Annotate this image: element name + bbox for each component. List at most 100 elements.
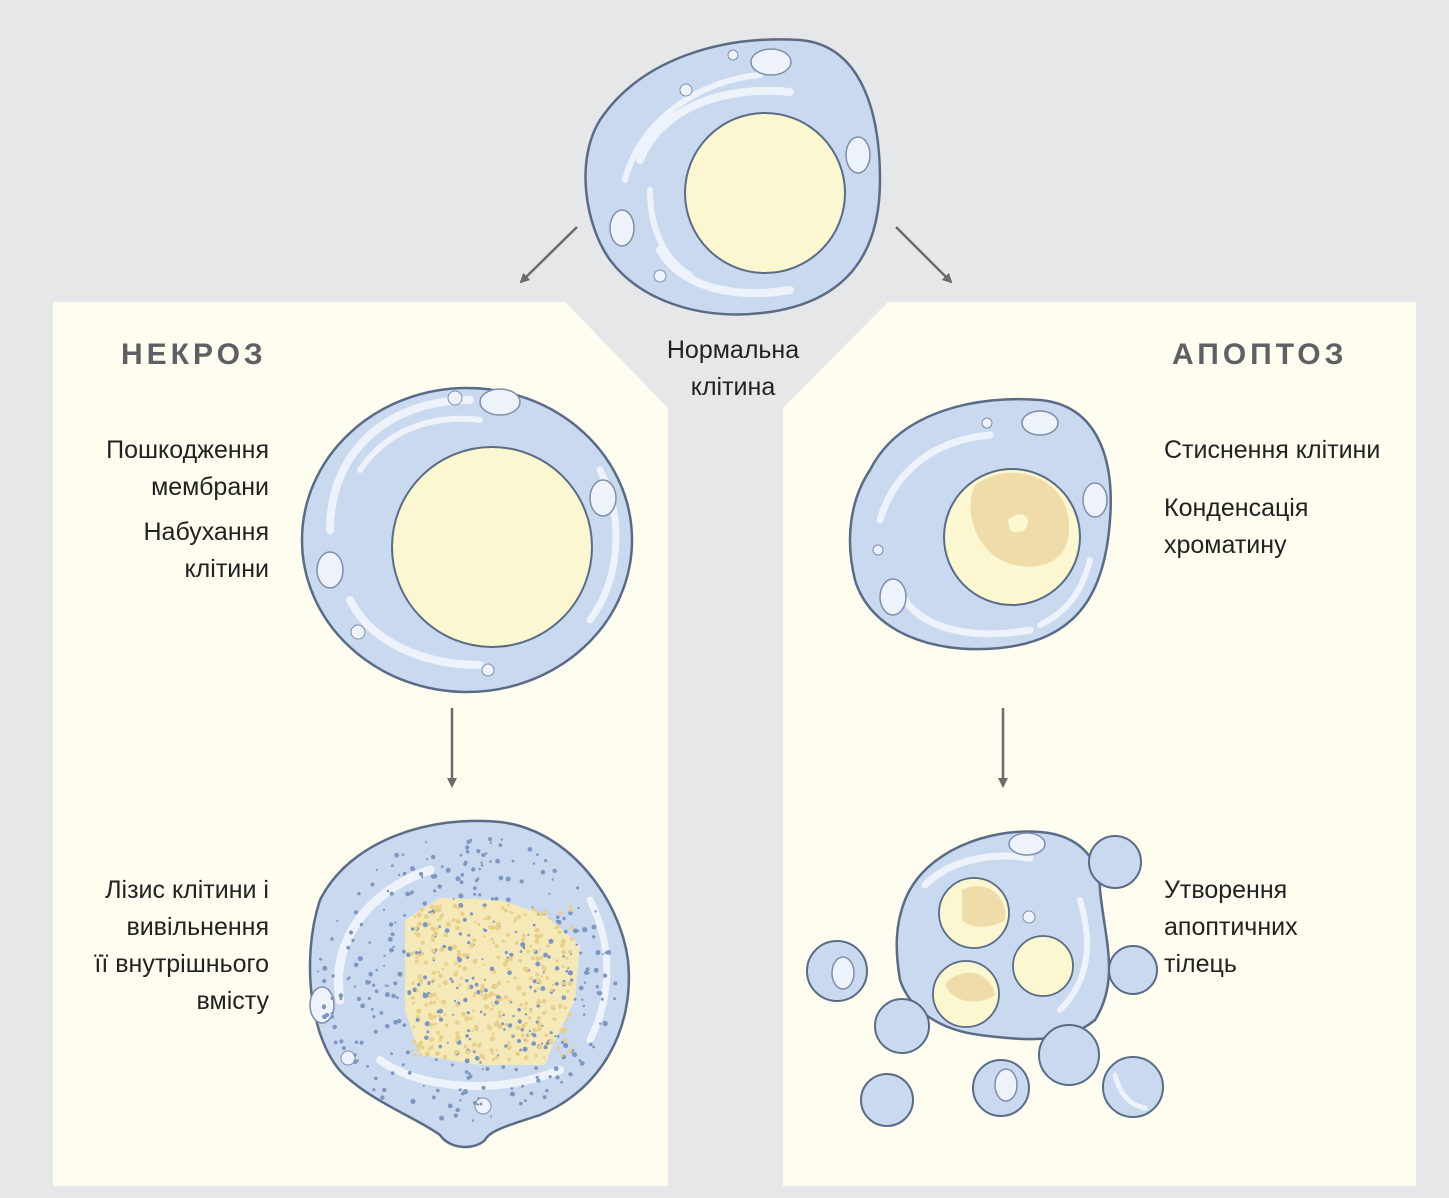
chromatin-dot [507, 1041, 511, 1045]
debris-dot [464, 1058, 470, 1064]
chromatin-dot [545, 976, 550, 981]
chromatin-dot [430, 912, 435, 916]
debris-dot [385, 1023, 390, 1029]
debris-dot [453, 999, 456, 1003]
chromatin-dot [513, 920, 517, 923]
debris-dot [507, 1023, 513, 1028]
chromatin-dot [541, 998, 547, 1004]
debris-dot [478, 867, 481, 871]
debris-dot [514, 930, 518, 934]
chromatin-dot [494, 993, 498, 997]
debris-dot [602, 953, 605, 956]
chromatin-dot [557, 1004, 563, 1009]
debris-dot [581, 998, 584, 1001]
debris-dot [575, 943, 578, 946]
chromatin-dot [433, 1000, 437, 1004]
debris-dot [534, 1066, 538, 1070]
debris-dot [522, 946, 526, 950]
debris-dot [511, 859, 515, 863]
debris-dot [474, 982, 479, 987]
debris-dot [403, 914, 407, 917]
debris-dot [422, 901, 427, 906]
necrosis-step1-b-line-1: Набухання [143, 518, 269, 546]
chromatin-dot [413, 915, 417, 918]
debris-dot [458, 932, 463, 936]
apoptosis-step1-b-line-2: хроматину [1164, 531, 1287, 559]
chromatin-dot [477, 1043, 482, 1048]
debris-dot [568, 1072, 573, 1077]
chromatin-dot [546, 944, 550, 948]
debris-dot [555, 981, 559, 986]
apoptosis-step2-line-1: Утворення [1164, 876, 1288, 904]
debris-dot [536, 1078, 541, 1083]
chromatin-dot [552, 983, 555, 986]
chromatin-dot [528, 1016, 532, 1020]
debris-dot [479, 1102, 483, 1106]
debris-dot [593, 967, 599, 973]
debris-dot [428, 910, 431, 914]
debris-dot [403, 871, 407, 876]
debris-dot [401, 1063, 405, 1067]
debris-dot [479, 1061, 482, 1064]
chromatin-dot [424, 1051, 430, 1057]
debris-dot [449, 977, 453, 981]
chromatin-dot [506, 1045, 512, 1051]
swollen-cell [300, 386, 634, 694]
chromatin-dot [431, 948, 436, 953]
chromatin-dot [539, 981, 542, 984]
chromatin-dot [458, 983, 462, 987]
chromatin-dot [417, 921, 422, 927]
chromatin-dot [454, 925, 460, 931]
debris-dot [512, 1014, 515, 1018]
chromatin-dot [412, 1040, 417, 1044]
debris-dot [368, 980, 372, 984]
debris-dot [465, 849, 470, 854]
debris-dot [330, 937, 334, 941]
debris-dot [394, 921, 397, 924]
debris-dot [517, 1008, 521, 1012]
debris-dot [552, 868, 557, 873]
debris-dot [347, 976, 351, 980]
debris-dot [555, 1075, 560, 1080]
debris-dot [359, 922, 364, 927]
chromatin-dot [438, 984, 441, 988]
debris-dot [388, 922, 394, 927]
debris-dot [433, 889, 437, 893]
debris-dot [374, 989, 379, 994]
debris-dot [570, 978, 574, 982]
debris-dot [414, 951, 419, 955]
chromatin-dot [471, 1029, 474, 1032]
chromatin-dot [537, 998, 540, 1002]
chromatin-dot [543, 909, 548, 915]
chromatin-dot [517, 914, 522, 919]
debris-dot [353, 962, 359, 968]
necrosis-step1-b-line-2: клітини [184, 555, 269, 583]
debris-dot [501, 1065, 506, 1069]
chromatin-dot [566, 1051, 570, 1054]
chromatin-dot [502, 961, 508, 967]
chromatin-dot [550, 1004, 555, 1010]
chromatin-dot [444, 1023, 449, 1028]
debris-dot [560, 1040, 564, 1044]
chromatin-dot [431, 956, 436, 960]
chromatin-dot [556, 1046, 560, 1050]
apoptotic-body [874, 998, 930, 1054]
debris-dot [505, 876, 511, 882]
debris-dot [492, 920, 495, 923]
debris-dot [562, 955, 565, 958]
chromatin-dot [539, 955, 544, 960]
debris-dot [548, 892, 551, 895]
debris-dot [450, 1063, 454, 1067]
debris-dot [360, 1003, 365, 1009]
debris-dot [410, 927, 415, 931]
debris-dot [464, 1070, 469, 1074]
debris-dot [506, 897, 511, 902]
chromatin-dot [437, 970, 441, 974]
chromatin-dot [417, 974, 422, 979]
debris-dot [402, 949, 406, 954]
chromatin-dot [483, 993, 489, 999]
debris-dot [460, 1092, 464, 1096]
apoptosis-step1-b-line-1: Конденсація [1164, 494, 1309, 522]
chromatin-dot [418, 980, 423, 984]
